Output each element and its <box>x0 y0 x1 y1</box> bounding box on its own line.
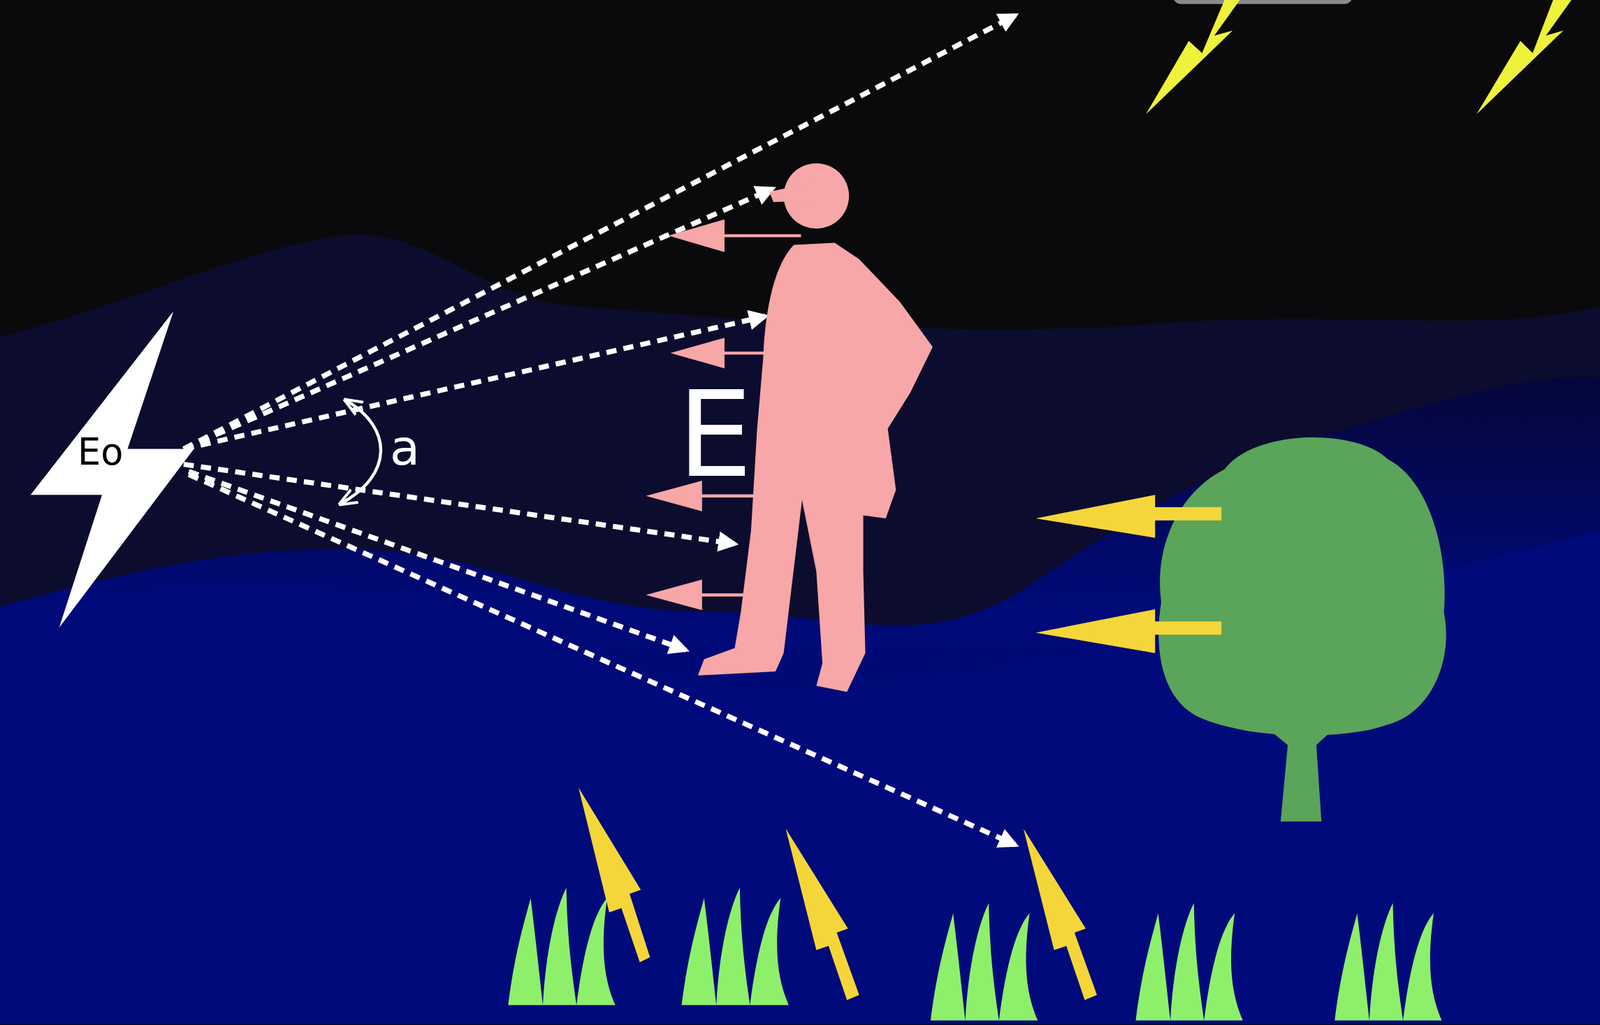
hat-brim <box>769 181 817 202</box>
arrow-head <box>1035 609 1155 654</box>
tree-emission <box>1035 494 1222 653</box>
source-label: Eo <box>77 433 123 471</box>
yellow-arrow <box>786 828 860 1000</box>
yellow-arrow <box>1476 0 1572 115</box>
grass-tuft <box>681 888 789 1006</box>
bolt-shape <box>30 310 195 628</box>
arrow-head <box>645 579 702 611</box>
field-label: E <box>677 375 753 494</box>
angle-label: a <box>389 422 420 472</box>
grass-tuft <box>930 903 1038 1021</box>
incoming-rays <box>1145 0 1572 115</box>
arrow-shaft <box>1152 507 1222 521</box>
grass-tuft <box>1135 903 1243 1021</box>
arrow-shaft <box>719 351 802 355</box>
dashed-ray <box>183 464 736 545</box>
arrow-head <box>668 219 725 253</box>
distant-hill <box>0 234 1600 1025</box>
dashed-ray <box>188 474 1016 845</box>
emitted-arrows <box>645 219 801 610</box>
radiation-rays <box>183 15 1016 845</box>
yellow-arrow <box>1023 828 1097 1000</box>
arrow-shaft <box>719 234 802 237</box>
tree-canopy <box>1158 437 1446 736</box>
arrow-shaft <box>696 494 775 498</box>
arrow-head <box>670 337 725 369</box>
ground-emission <box>578 787 1097 1000</box>
grass-tuft <box>1334 903 1442 1021</box>
arrow-head <box>1035 494 1155 538</box>
lightning-bolt: Eo <box>30 310 197 630</box>
dashed-ray <box>188 471 686 651</box>
yellow-arrow <box>578 787 650 963</box>
cloud-edge <box>1173 0 1353 5</box>
grass-tuft <box>507 888 615 1006</box>
yellow-arrow <box>1145 0 1240 115</box>
arrow-shaft <box>1152 621 1222 635</box>
angle-arc <box>341 401 381 504</box>
arrow-shaft <box>696 593 775 596</box>
